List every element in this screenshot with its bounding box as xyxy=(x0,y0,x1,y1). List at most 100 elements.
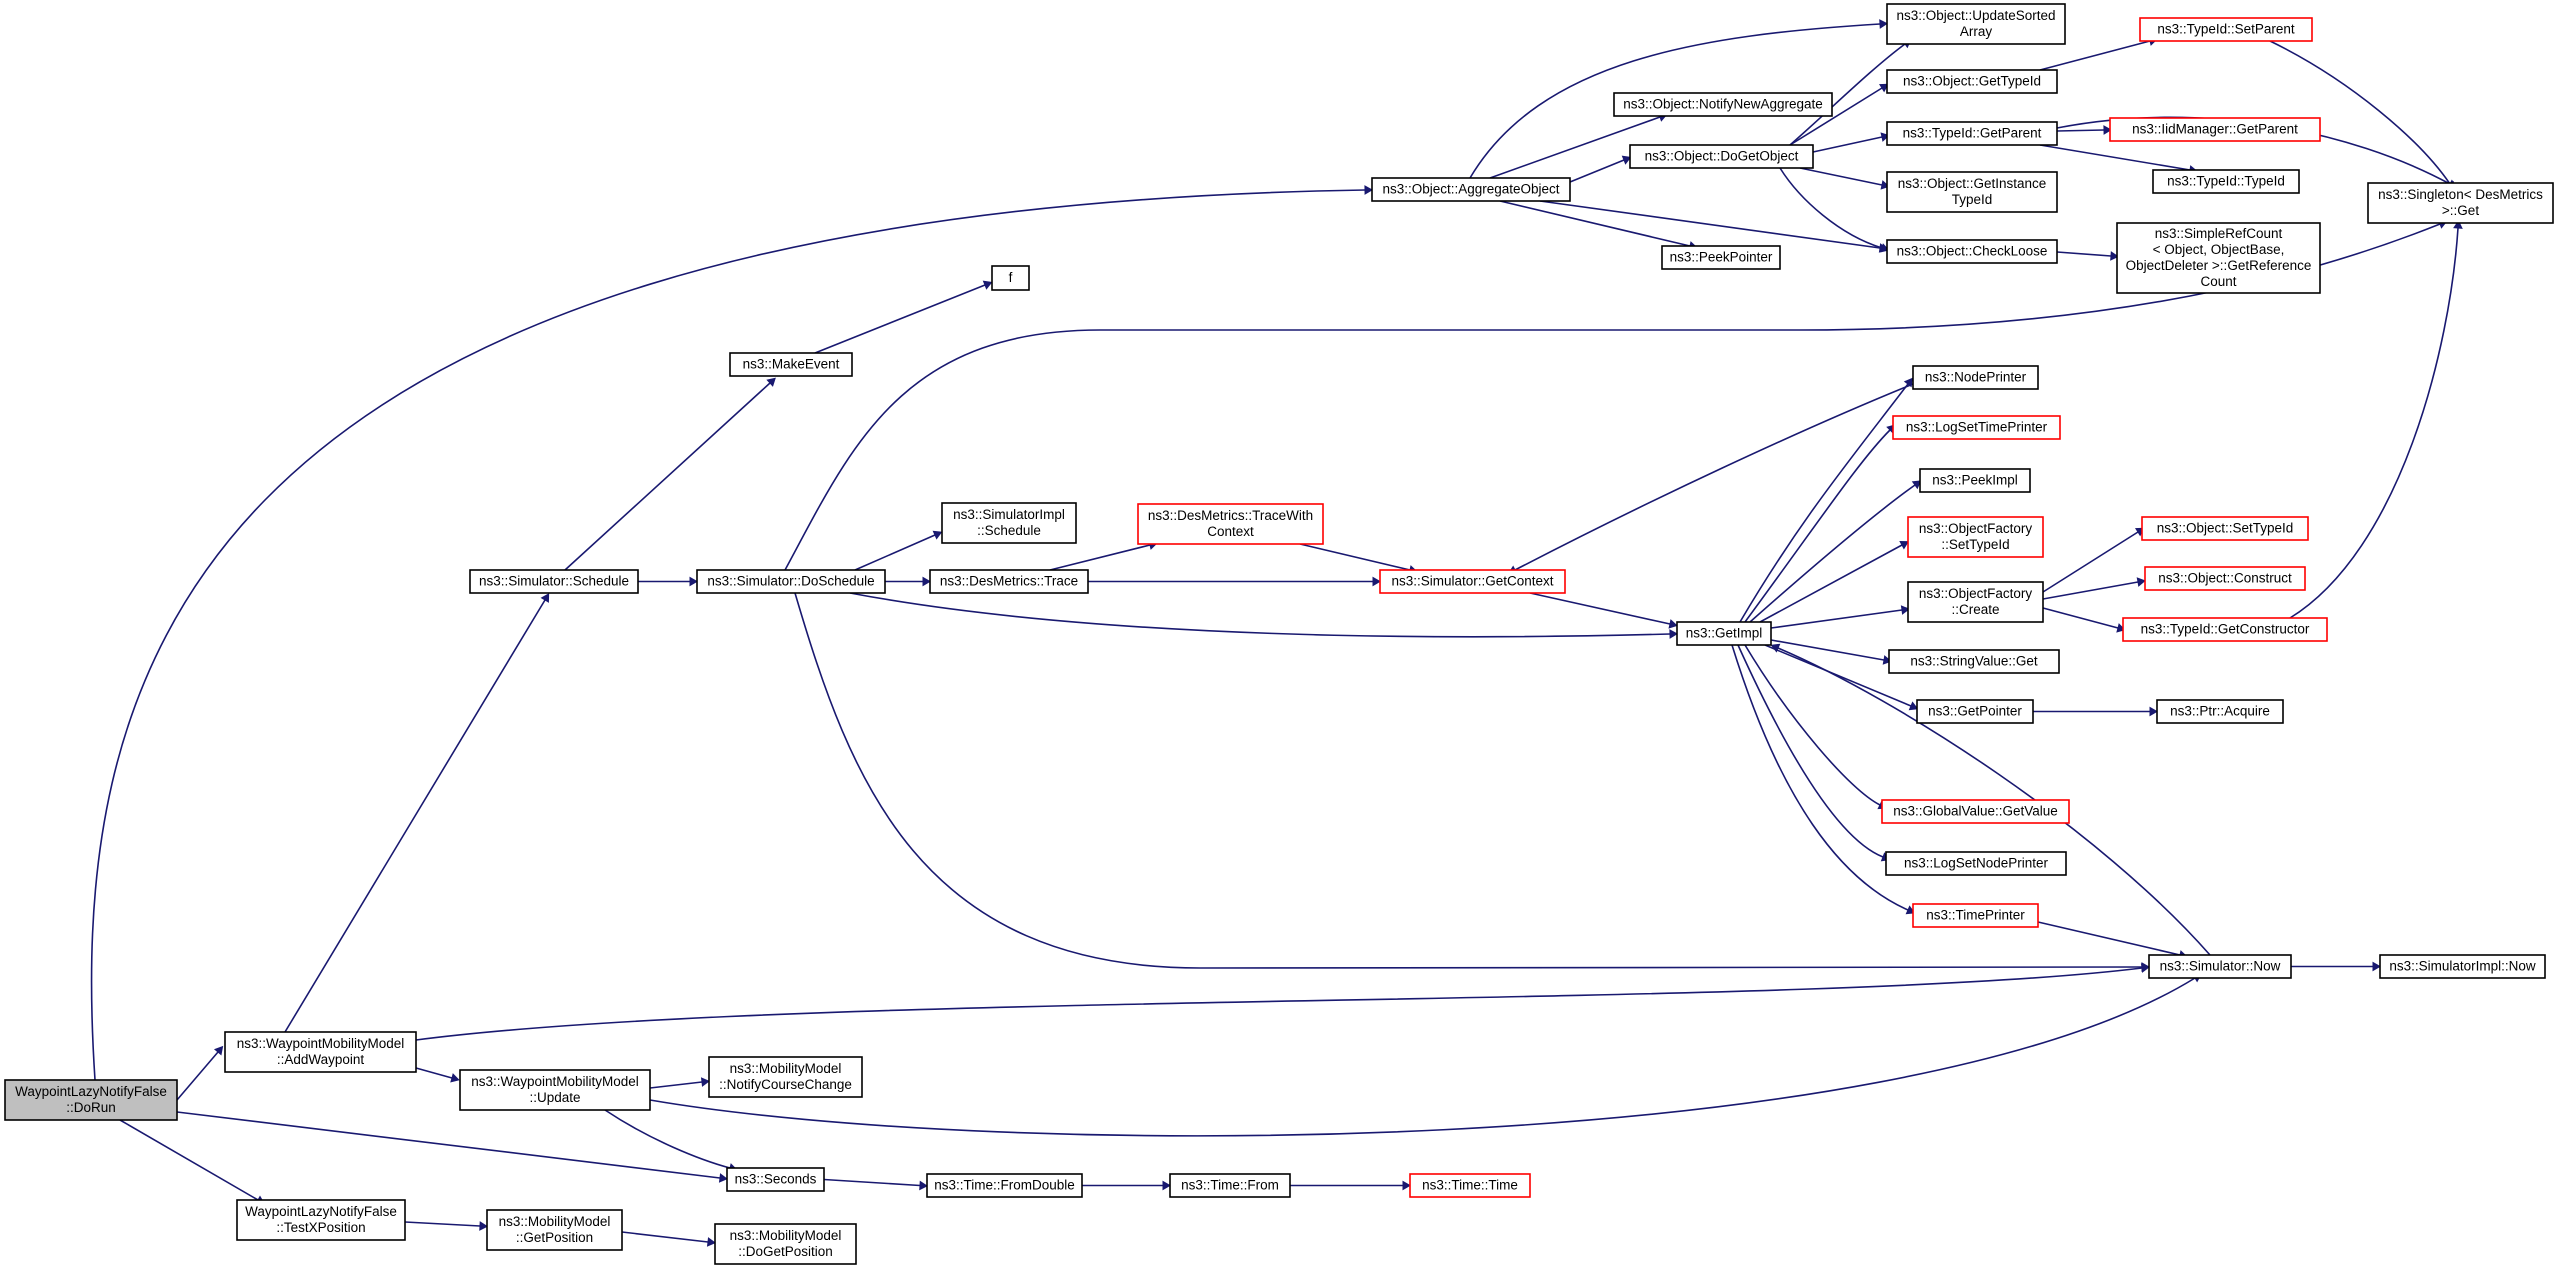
node-box xyxy=(236,1199,406,1241)
node-singleton[interactable]: ns3::Singleton< DesMetrics>::Get xyxy=(2367,182,2554,224)
node-box xyxy=(1137,503,1324,545)
node-box xyxy=(1886,69,2058,94)
edge-dorun-to-addwaypoint xyxy=(176,1045,224,1101)
node-box xyxy=(459,1069,651,1111)
edge-aggregate-to-checkloose xyxy=(1539,200,1888,253)
node-getimpl[interactable]: ns3::GetImpl xyxy=(1676,621,1772,646)
node-box xyxy=(2144,566,2306,591)
node-time-time[interactable]: ns3::Time::Time xyxy=(1409,1173,1531,1198)
node-box xyxy=(696,569,886,594)
node-nodeprinter[interactable]: ns3::NodePrinter xyxy=(1912,365,2039,390)
node-iidmanager[interactable]: ns3::IidManager::GetParent xyxy=(2109,117,2321,142)
node-label-line: Array xyxy=(1960,24,1993,39)
node-box xyxy=(2109,117,2321,142)
edge-wmm_update-to-notifycoursechange xyxy=(649,1077,710,1089)
node-box xyxy=(469,569,639,594)
node-desmetrics-trace[interactable]: ns3::DesMetrics::Trace xyxy=(929,569,1089,594)
node-time-from[interactable]: ns3::Time::From xyxy=(1169,1173,1291,1198)
node-makeevent[interactable]: ns3::MakeEvent xyxy=(729,352,853,377)
edge-dogetobject-to-typeid_getparent xyxy=(1812,132,1890,153)
edge-typeid_setparent-to-singleton xyxy=(2269,40,2455,191)
node-label-line: WaypointLazyNotifyFalse xyxy=(15,1084,167,1099)
node-label-line: ns3::TimePrinter xyxy=(1926,908,2025,923)
edge-getpointer-to-ptr_acquire xyxy=(2033,706,2159,717)
node-globalvalue[interactable]: ns3::GlobalValue::GetValue xyxy=(1881,799,2070,824)
arrowhead xyxy=(1882,655,1892,665)
node-label-line: ::Update xyxy=(529,1090,580,1105)
arrowhead xyxy=(2372,961,2382,972)
arrowhead xyxy=(1911,480,1922,490)
node-logsettimeprinter[interactable]: ns3::LogSetTimePrinter xyxy=(1892,415,2061,440)
node-peekpointer[interactable]: ns3::PeekPointer xyxy=(1661,245,1781,270)
node-wmm-update[interactable]: ns3::WaypointMobilityModel::Update xyxy=(459,1069,651,1111)
node-box xyxy=(1371,177,1571,202)
edge-desmetrics_trace-to-getcontext xyxy=(1088,576,1382,587)
node-obj-gettypeid[interactable]: ns3::Object::GetTypeId xyxy=(1886,69,2058,94)
node-dogetobject[interactable]: ns3::Object::DoGetObject xyxy=(1629,144,1814,169)
node-mm-dogetposition[interactable]: ns3::MobilityModel::DoGetPosition xyxy=(714,1223,857,1265)
arrowhead xyxy=(1364,185,1374,195)
node-simimpl-now[interactable]: ns3::SimulatorImpl::Now xyxy=(2379,954,2546,979)
node-box xyxy=(1629,144,1814,169)
node-label-line: ns3::Time::Time xyxy=(1422,1178,1518,1193)
node-objfactory-create[interactable]: ns3::ObjectFactory::Create xyxy=(1907,581,2044,623)
node-stringvalue-get[interactable]: ns3::StringValue::Get xyxy=(1888,649,2060,674)
node-time-fromdouble[interactable]: ns3::Time::FromDouble xyxy=(926,1173,1083,1198)
node-seconds[interactable]: ns3::Seconds xyxy=(726,1167,825,1192)
node-testx[interactable]: WaypointLazyNotifyFalse::TestXPosition xyxy=(236,1199,406,1241)
node-typeid-typeid[interactable]: ns3::TypeId::TypeId xyxy=(2152,169,2300,194)
node-aggregate[interactable]: ns3::Object::AggregateObject xyxy=(1371,177,1571,202)
node-label-line: ns3::ObjectFactory xyxy=(1919,521,2033,536)
node-dorun[interactable]: WaypointLazyNotifyFalse::DoRun xyxy=(4,1079,178,1121)
node-notifycoursechange[interactable]: ns3::MobilityModel::NotifyCourseChange xyxy=(708,1056,863,1098)
node-obj-construct[interactable]: ns3::Object::Construct xyxy=(2144,566,2306,591)
node-typeid-setparent[interactable]: ns3::TypeId::SetParent xyxy=(2139,17,2313,42)
node-f[interactable]: f xyxy=(991,265,1030,291)
node-checkloose[interactable]: ns3::Object::CheckLoose xyxy=(1886,239,2058,264)
node-label-line: ns3::Ptr::Acquire xyxy=(2170,704,2270,719)
edge-time_fromdouble-to-time_from xyxy=(1082,1180,1172,1191)
node-mm-getposition[interactable]: ns3::MobilityModel::GetPosition xyxy=(486,1209,623,1251)
node-typeid-getconstructor[interactable]: ns3::TypeId::GetConstructor xyxy=(2122,617,2328,642)
arrowhead xyxy=(2453,220,2463,229)
node-getcontext[interactable]: ns3::Simulator::GetContext xyxy=(1379,569,1566,594)
node-box xyxy=(1881,799,2070,824)
node-notifynewagg[interactable]: ns3::Object::NotifyNewAggregate xyxy=(1613,92,1833,117)
node-obj-settypeid[interactable]: ns3::Object::SetTypeId xyxy=(2141,516,2309,541)
node-addwaypoint[interactable]: ns3::WaypointMobilityModel::AddWaypoint xyxy=(224,1031,417,1073)
node-getpointer[interactable]: ns3::GetPointer xyxy=(1916,699,2034,724)
node-ptr-acquire[interactable]: ns3::Ptr::Acquire xyxy=(2156,699,2284,724)
node-sim-doschedule[interactable]: ns3::Simulator::DoSchedule xyxy=(696,569,886,594)
node-label-line: ns3::Object::DoGetObject xyxy=(1645,149,1799,164)
node-objfactory-settypeid[interactable]: ns3::ObjectFactory::SetTypeId xyxy=(1907,516,2044,558)
node-timeprinter[interactable]: ns3::TimePrinter xyxy=(1912,903,2039,928)
node-box xyxy=(1886,171,2058,213)
arrowhead xyxy=(706,1237,716,1247)
edge-dogetobject-to-obj_gettypeid xyxy=(1789,83,1889,146)
node-box xyxy=(1613,92,1833,117)
node-simplerefcount[interactable]: ns3::SimpleRefCount< Object, ObjectBase,… xyxy=(2116,222,2321,294)
arrowhead xyxy=(1900,605,1910,615)
edge-typeid_getparent-to-iidmanager xyxy=(2056,125,2113,135)
node-box xyxy=(2152,169,2300,194)
node-sim-schedule[interactable]: ns3::Simulator::Schedule xyxy=(469,569,639,594)
node-peekimpl[interactable]: ns3::PeekImpl xyxy=(1919,468,2031,493)
arrowhead xyxy=(1668,619,1678,629)
edge-sim_doschedule-to-getimpl xyxy=(849,592,1679,639)
node-logsetnodeprinter[interactable]: ns3::LogSetNodePrinter xyxy=(1885,851,2067,876)
node-label-line: ns3::GlobalValue::GetValue xyxy=(1893,804,2058,819)
arrowhead xyxy=(1372,576,1382,587)
edge-objfactory_create-to-obj_construct xyxy=(2042,577,2146,600)
arrowhead xyxy=(479,1221,488,1231)
node-sim-now[interactable]: ns3::Simulator::Now xyxy=(2148,954,2292,979)
node-box xyxy=(1886,121,2058,146)
edge-sim_doschedule-to-desmetrics_trace xyxy=(885,576,932,587)
node-simimpl-schedule[interactable]: ns3::SimulatorImpl::Schedule xyxy=(941,502,1077,544)
node-box xyxy=(1888,649,2060,674)
edge-getimpl-to-objfactory_create xyxy=(1770,605,1910,629)
node-typeid-getparent[interactable]: ns3::TypeId::GetParent xyxy=(1886,121,2058,146)
